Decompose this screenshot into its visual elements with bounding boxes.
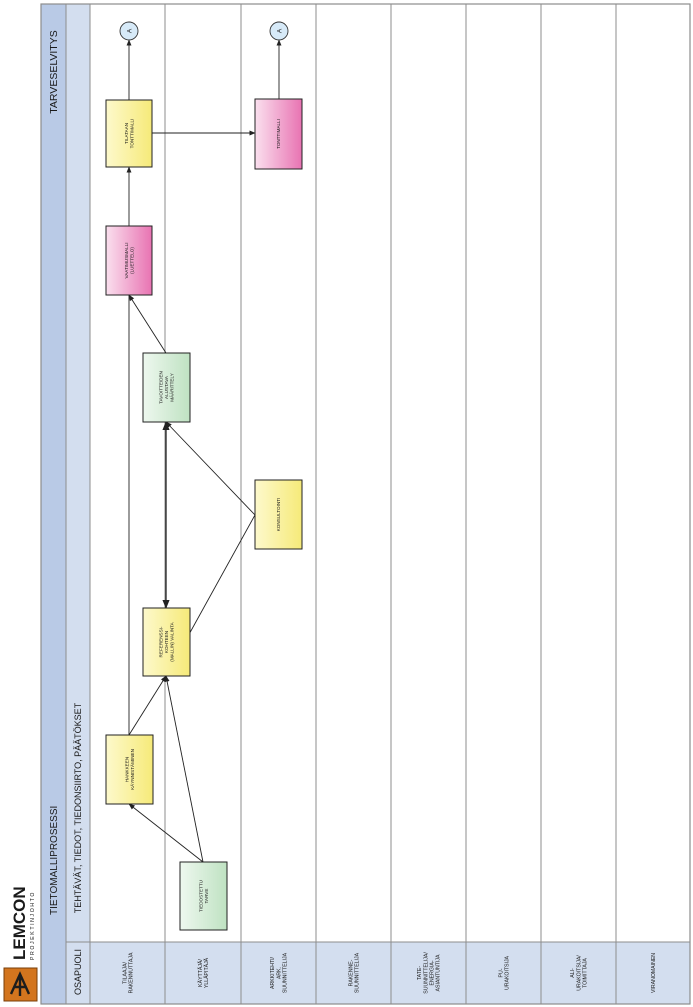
svg-text:ARKKITEHTI/ARK.SUUNNITTELIJA: ARKKITEHTI/ARK.SUUNNITTELIJA	[270, 952, 288, 993]
title-strip	[40, 3, 67, 1005]
lane-label-arkkitehti: ARKKITEHTI/ARK.SUUNNITTELIJA	[270, 952, 288, 993]
flow-arrow-n2-n3	[128, 675, 167, 736]
node-box	[142, 352, 191, 423]
lane-label-ali: ALI-URAKOITSIJA/TOIMITTAJA	[570, 955, 588, 991]
svg-text:TILATAANTONTTIMALLI: TILATAANTONTTIMALLI	[124, 119, 134, 149]
node-box	[254, 98, 303, 170]
node-label: TONTTIMALLI	[276, 119, 281, 149]
svg-text:TEHTÄVÄT, TIEDOT, TIEDONSIIRTO: TEHTÄVÄT, TIEDOT, TIEDONSIIRTO, PÄÄTÖKSE…	[73, 702, 83, 913]
flow-nodes: TIEDOSTETTUTARVE HANKKEENKÄYNNISTÄMINEN RE…	[105, 21, 303, 931]
lane-label-band	[89, 941, 691, 1005]
svg-text:A: A	[276, 28, 283, 33]
node-box	[254, 479, 303, 550]
node-c1-connector: A	[119, 21, 139, 41]
flow-arrow-n1-n3	[164, 675, 204, 863]
svg-text:A: A	[126, 28, 133, 33]
svg-text:TAVOITTEIDENALUSTAVAMÄÄRITTELY: TAVOITTEIDENALUSTAVAMÄÄRITTELY	[159, 371, 175, 404]
lane-label-viranomainen: VIRANOMAINEN	[651, 953, 657, 993]
lane-label-kayttaja: KÄYTTÄJÄ/YLLÄPITÄJÄ	[197, 957, 210, 988]
connector-label: A	[126, 28, 133, 33]
node-box	[105, 734, 154, 805]
node-n2-task: HANKKEENKÄYNNISTÄMINEN	[105, 734, 154, 805]
flow-arrow-n1-n2	[128, 803, 204, 863]
svg-text:TIEDOSTETTUTARVE: TIEDOSTETTUTARVE	[198, 880, 208, 912]
node-n4-task: KONSULTOINTI	[254, 479, 303, 550]
flow-arrow-n5-n6	[128, 294, 167, 354]
node-c2-connector: A	[269, 21, 289, 41]
logo-name: LEMCON	[10, 886, 29, 960]
node-box	[105, 225, 153, 296]
lane-grid	[40, 3, 691, 1005]
svg-text:VAATIMUSMALLI(LUETTELO): VAATIMUSMALLI(LUETTELO)	[124, 242, 134, 278]
svg-text:TATE-SUUNNITTELIJA/ENERGIA-ASI: TATE-SUUNNITTELIJA/ENERGIA-ASIANTUNTIJA	[417, 952, 441, 994]
logo-subtitle: PROJEKTINJOHTO	[30, 891, 36, 960]
node-label: REFERENSSI-KOHTEEN(MALLIN) VALINTA	[159, 621, 175, 661]
node-label: TIEDOSTETTUTARVE	[198, 880, 208, 912]
node-n7-task: TILATAANTONTTIMALLI	[105, 99, 153, 168]
node-n6-model: VAATIMUSMALLI(LUETTELO)	[105, 225, 153, 296]
node-n1-data: TIEDOSTETTUTARVE	[179, 861, 228, 931]
column-label: OSAPUOLI	[73, 949, 83, 995]
node-label: TAVOITTEIDENALUSTAVAMÄÄRITTELY	[159, 371, 175, 404]
process-title: TIETOMALLIPROSESSI	[49, 806, 60, 915]
node-box	[142, 607, 191, 677]
node-n5-data: TAVOITTEIDENALUSTAVAMÄÄRITTELY	[142, 352, 191, 423]
node-label: VAATIMUSMALLI(LUETTELO)	[124, 242, 134, 278]
flow-arrow-n4-n5	[165, 421, 256, 516]
lane-label-pu: PU-URAKOITSIJA	[498, 955, 510, 990]
logo-figure-icon	[9, 971, 31, 996]
svg-text:ALI-URAKOITSIJA/TOIMITTAJA: ALI-URAKOITSIJA/TOIMITTAJA	[570, 955, 588, 991]
node-n3-task: REFERENSSI-KOHTEEN(MALLIN) VALINTA	[142, 607, 191, 677]
svg-text:RAKENNE-SUUNNITTELIJA: RAKENNE-SUUNNITTELIJA	[348, 952, 360, 993]
svg-text:TIETOMALLIPROSESSI: TIETOMALLIPROSESSI	[49, 806, 60, 915]
lane-label-tilaaja: TILAAJA/RAKENNUTTAJA	[122, 952, 134, 993]
connector-label: A	[276, 28, 283, 33]
node-label: TILATAANTONTTIMALLI	[124, 119, 134, 149]
stage-title: TARVESELVITYS	[48, 30, 60, 113]
svg-text:REFERENSSI-KOHTEEN(MALLIN) VAL: REFERENSSI-KOHTEEN(MALLIN) VALINTA	[159, 621, 175, 661]
svg-text:OSAPUOLI: OSAPUOLI	[73, 949, 83, 995]
svg-text:HANKKEENKÄYNNISTÄMINEN: HANKKEENKÄYNNISTÄMINEN	[124, 749, 134, 790]
lane-label-rakenne: RAKENNE-SUUNNITTELIJA	[348, 952, 360, 993]
svg-text:PU-URAKOITSIJA: PU-URAKOITSIJA	[498, 955, 510, 990]
node-box	[105, 99, 153, 168]
connector-circle	[269, 21, 289, 41]
connector-circle	[119, 21, 139, 41]
node-box	[179, 861, 228, 931]
lane-label-tate: TATE-SUUNNITTELIJA/ENERGIA-ASIANTUNTIJA	[417, 952, 441, 994]
svg-text:TARVESELVITYS: TARVESELVITYS	[48, 30, 60, 113]
node-n8-model: TONTTIMALLI	[254, 98, 303, 170]
svg-text:KÄYTTÄJÄ/YLLÄPITÄJÄ: KÄYTTÄJÄ/YLLÄPITÄJÄ	[197, 957, 210, 988]
node-label: KONSULTOINTI	[276, 498, 281, 532]
svg-text:TILAAJA/RAKENNUTTAJA: TILAAJA/RAKENNUTTAJA	[122, 952, 134, 993]
subtitle-strip	[65, 3, 91, 1005]
svg-text:TONTTIMALLI: TONTTIMALLI	[276, 119, 281, 149]
svg-text:VIRANOMAINEN: VIRANOMAINEN	[651, 953, 657, 993]
tasks-label: TEHTÄVÄT, TIEDOT, TIEDONSIIRTO, PÄÄTÖKSE…	[73, 702, 83, 913]
header-texts: TILAAJA/RAKENNUTTAJA KÄYTTÄJÄ/YLLÄPITÄJÄ A…	[3, 30, 657, 1002]
node-label: HANKKEENKÄYNNISTÄMINEN	[124, 749, 134, 790]
svg-text:KONSULTOINTI: KONSULTOINTI	[276, 498, 281, 532]
